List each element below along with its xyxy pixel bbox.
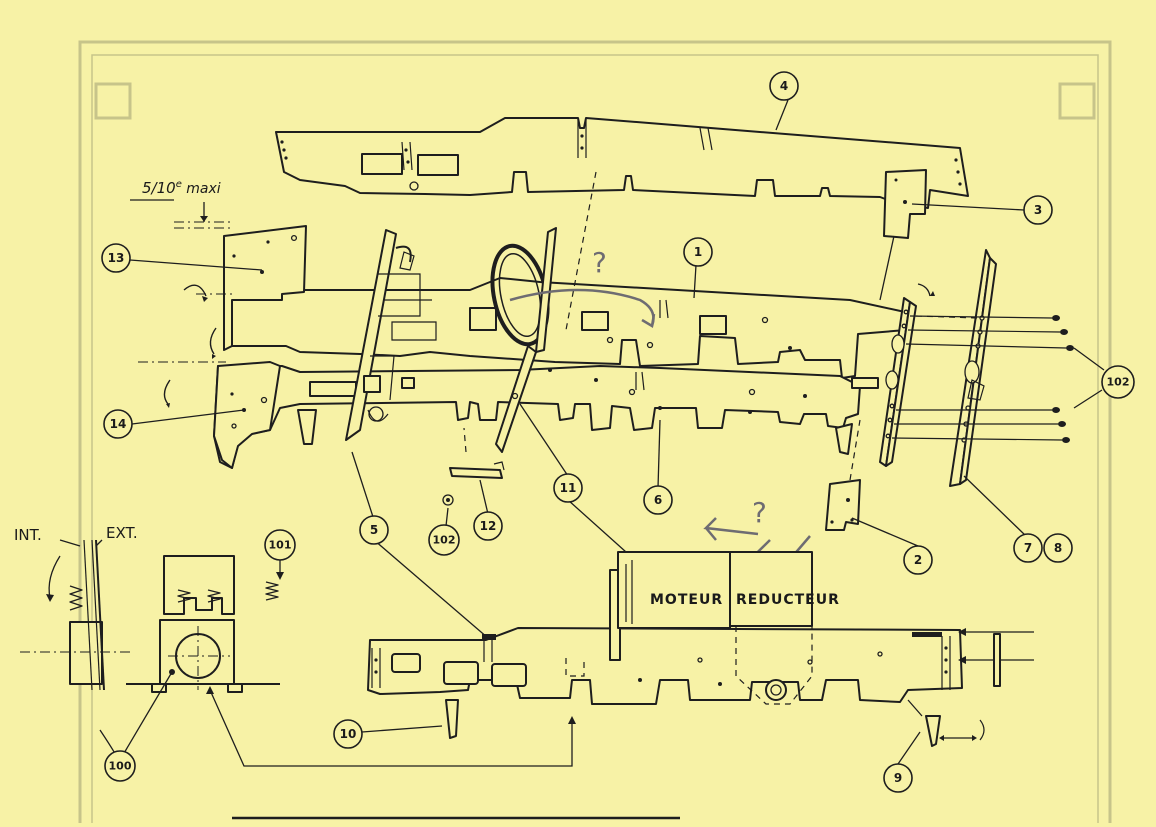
- svg-text:9: 9: [894, 771, 902, 785]
- svg-text:102: 102: [433, 534, 456, 547]
- svg-text:12: 12: [480, 519, 497, 533]
- assembled-side-view: MOTEUR REDUCTEUR: [367, 551, 1034, 747]
- part-1-main-frame: [231, 277, 907, 379]
- spring-detail-side: INT. EXT.: [14, 524, 138, 691]
- callout-11: 11: [553, 473, 583, 503]
- question-mark-2: ?: [752, 496, 767, 529]
- part-14-rear-beam: [213, 361, 281, 469]
- plate-4-rivets: [280, 134, 962, 186]
- part-4-upper-plate: [275, 117, 969, 209]
- int-label: INT.: [14, 526, 42, 544]
- svg-text:5/10e maxi: 5/10e maxi: [142, 179, 221, 197]
- part-8-end-plate: [949, 249, 997, 487]
- callout-4: 4: [769, 71, 799, 101]
- svg-text:4: 4: [780, 79, 788, 93]
- svg-text:1: 1: [694, 245, 702, 259]
- callout-7: 7: [1013, 533, 1043, 563]
- svg-text:3: 3: [1034, 203, 1042, 217]
- clearance-note: 5/10e maxi: [130, 179, 221, 222]
- callout-3: 3: [1023, 195, 1053, 225]
- gearbox-label: REDUCTEUR: [736, 592, 840, 608]
- svg-text:13: 13: [108, 251, 125, 265]
- callout-102-screws: 102: [1101, 365, 1135, 399]
- part-11-cross-member: [490, 227, 557, 453]
- part-13-front-beam: [223, 225, 307, 351]
- gearbox-block: REDUCTEUR: [729, 551, 840, 705]
- callout-9: 9: [883, 763, 913, 793]
- clearance-value: 5/10: [142, 179, 176, 197]
- question-mark-1: ?: [592, 246, 607, 279]
- part-3-plate: [883, 169, 927, 239]
- ext-label: EXT.: [106, 524, 138, 542]
- callout-102-nut: 102: [428, 524, 460, 556]
- pencil-notes: ? ?: [509, 246, 811, 645]
- callout-100: 100: [104, 750, 136, 782]
- motor-label: MOTEUR: [650, 592, 723, 608]
- assembly-lines: [138, 171, 935, 481]
- part-2-plate: [825, 479, 861, 531]
- svg-text:14: 14: [110, 417, 127, 431]
- callout-12: 12: [473, 511, 503, 541]
- callout-8: 8: [1043, 533, 1073, 563]
- callout-1: 1: [683, 237, 713, 267]
- svg-text:6: 6: [654, 493, 662, 507]
- callout-14: 14: [103, 409, 133, 439]
- part-6-side-plate: [213, 365, 879, 469]
- svg-text:5: 5: [370, 523, 378, 537]
- callout-2: 2: [903, 545, 933, 575]
- svg-text:100: 100: [109, 760, 132, 773]
- screws-102: [891, 315, 1074, 443]
- svg-text:102: 102: [1107, 376, 1130, 389]
- callout-5: 5: [359, 515, 389, 545]
- spring-detail-front: [99, 555, 284, 765]
- clearance-superscript: e: [176, 179, 182, 190]
- svg-text:11: 11: [560, 481, 577, 495]
- clearance-suffix: maxi: [182, 181, 221, 197]
- part-5-cross-member: [345, 229, 421, 441]
- svg-text:8: 8: [1054, 541, 1062, 555]
- svg-text:7: 7: [1024, 541, 1032, 555]
- svg-text:101: 101: [269, 539, 292, 552]
- callout-10: 10: [333, 719, 363, 749]
- leader-lines: [119, 99, 1105, 765]
- part-12-clip: [442, 461, 505, 506]
- callout-101: 101: [264, 529, 296, 561]
- callout-6: 6: [643, 485, 673, 515]
- callout-13: 13: [101, 243, 131, 273]
- svg-text:10: 10: [340, 727, 357, 741]
- svg-text:2: 2: [914, 553, 922, 567]
- part-7-end-plate: [879, 297, 917, 467]
- motor-block: MOTEUR: [609, 551, 731, 661]
